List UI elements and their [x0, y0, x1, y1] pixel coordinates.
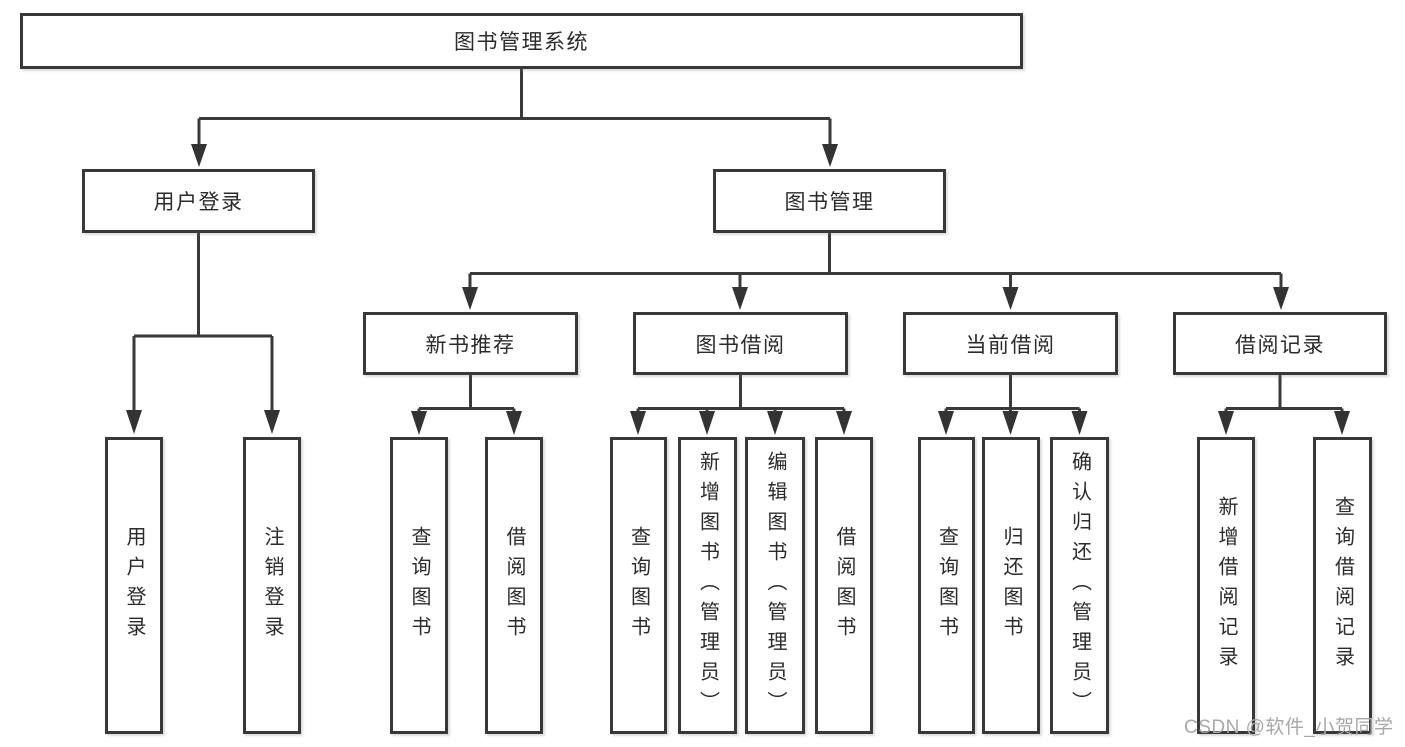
leaf-borrow-books-borrowing: 借阅图书 — [815, 437, 873, 734]
arrow-down-icon — [411, 411, 427, 435]
node-label: 查询图书 — [935, 525, 958, 646]
arrow-down-icon — [264, 410, 280, 434]
node-label: 归还图书 — [1000, 525, 1022, 646]
node-label: 当前借阅 — [965, 333, 1056, 357]
leaf-query-books-borrowing: 查询图书 — [610, 437, 667, 734]
leaf-confirm-return-admin: 确认归还（管理员） — [1050, 437, 1109, 734]
node-label: 新增图书（管理员） — [696, 450, 719, 721]
node-borrowing-records: 借阅记录 — [1173, 312, 1387, 375]
node-label: 借阅图书 — [503, 525, 525, 646]
connector-line — [1224, 375, 1344, 412]
node-label: 查询借阅记录 — [1331, 495, 1354, 676]
node-label: 确认归还（管理员） — [1068, 450, 1091, 721]
connector-line — [417, 375, 516, 412]
connector-line — [636, 375, 846, 412]
node-label: 图书管理 — [784, 191, 875, 214]
leaf-query-books-current: 查询图书 — [918, 437, 975, 734]
arrow-down-icon — [630, 411, 646, 435]
connector-line — [132, 233, 274, 411]
arrow-down-icon — [767, 411, 783, 435]
node-label: 新增借阅记录 — [1215, 495, 1237, 676]
arrow-down-icon — [938, 411, 954, 435]
node-book-borrowing: 图书借阅 — [633, 312, 848, 375]
leaf-borrow-books-recommend: 借阅图书 — [485, 437, 543, 734]
connector-line — [468, 233, 1283, 288]
arrow-down-icon — [1273, 287, 1289, 310]
node-new-book-recommendation: 新书推荐 — [363, 312, 578, 375]
arrow-down-icon — [1071, 411, 1088, 435]
connector-line — [944, 375, 1081, 412]
arrow-down-icon — [732, 287, 748, 310]
node-book-management: 图书管理 — [713, 169, 946, 233]
node-current-borrowing: 当前借阅 — [903, 312, 1118, 375]
arrow-down-icon — [191, 144, 207, 167]
node-label: 借阅记录 — [1235, 333, 1325, 357]
leaf-logout: 注销登录 — [243, 437, 301, 734]
node-label: 图书管理系统 — [454, 31, 589, 54]
node-label: 编辑图书（管理员） — [764, 450, 786, 721]
node-label: 查询图书 — [408, 525, 430, 646]
node-label: 用户登录 — [123, 525, 145, 646]
leaf-query-books-recommend: 查询图书 — [390, 437, 448, 734]
arrow-down-icon — [699, 411, 715, 435]
node-label: 借阅图书 — [833, 525, 855, 646]
arrow-down-icon — [506, 411, 522, 435]
arrow-down-icon — [126, 410, 142, 434]
node-library-management-system: 图书管理系统 — [20, 13, 1023, 69]
node-label: 查询图书 — [627, 525, 650, 646]
node-label: 图书借阅 — [695, 333, 786, 357]
arrow-down-icon — [1002, 411, 1019, 435]
arrow-down-icon — [1218, 411, 1234, 435]
leaf-edit-book-admin: 编辑图书（管理员） — [745, 437, 805, 734]
leaf-user-login: 用户登录 — [105, 437, 163, 734]
arrow-down-icon — [1002, 287, 1019, 310]
arrow-down-icon — [462, 287, 478, 310]
leaf-add-book-admin: 新增图书（管理员） — [678, 437, 737, 734]
node-label: 用户登录 — [153, 191, 244, 214]
leaf-query-borrow-record: 查询借阅记录 — [1313, 437, 1372, 734]
watermark: CSDN @软件_小贺同学 — [1184, 717, 1394, 738]
arrow-down-icon — [1334, 411, 1350, 435]
node-label: 新书推荐 — [425, 333, 516, 357]
node-label: 注销登录 — [261, 525, 283, 646]
arrow-down-icon — [822, 144, 838, 167]
leaf-return-books: 归还图书 — [982, 437, 1040, 734]
arrow-down-icon — [836, 411, 852, 435]
connector-line — [197, 68, 832, 145]
node-user-login: 用户登录 — [82, 169, 315, 233]
leaf-add-borrow-record: 新增借阅记录 — [1197, 437, 1255, 734]
